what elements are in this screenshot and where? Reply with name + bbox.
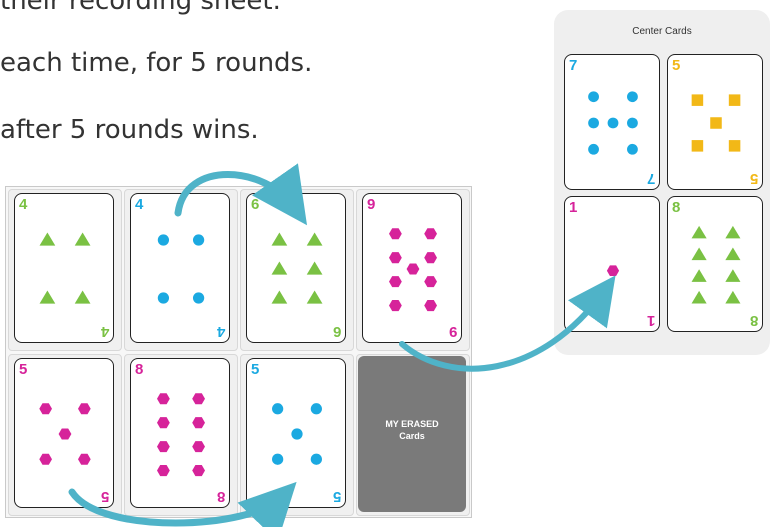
arrow-bottom-swap	[72, 492, 282, 523]
arrow-to-center	[402, 290, 605, 369]
arrow-top-swap	[178, 175, 295, 214]
